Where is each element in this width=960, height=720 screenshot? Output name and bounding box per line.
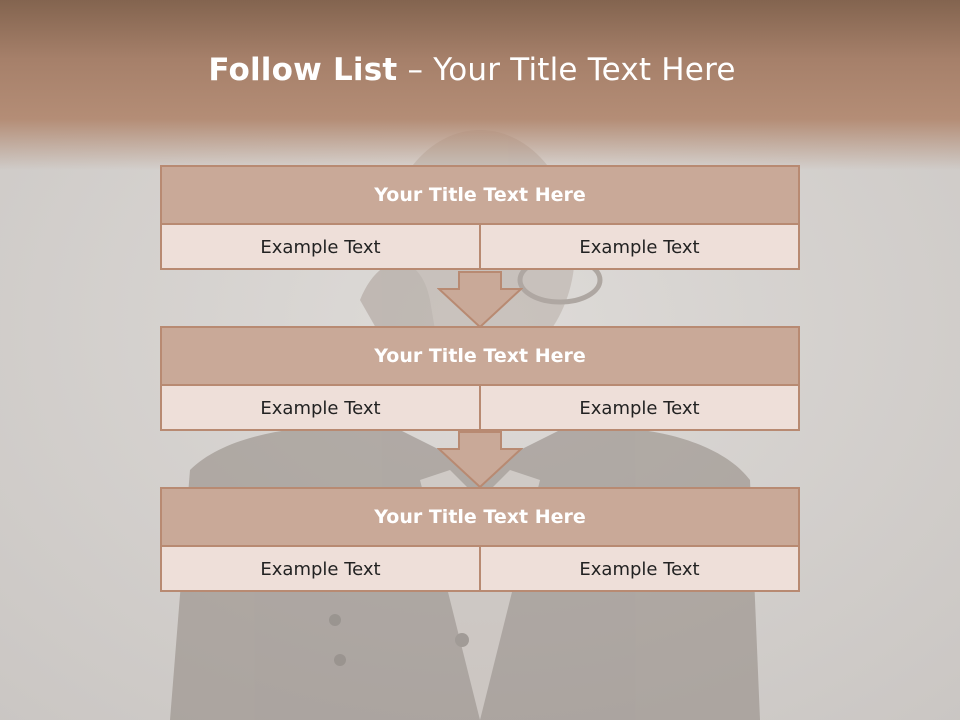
step-cell-right: Example Text xyxy=(479,386,798,431)
step-row: Example Text Example Text xyxy=(162,547,798,592)
step-row: Example Text Example Text xyxy=(162,225,798,270)
step-title: Your Title Text Here xyxy=(162,167,798,225)
step-title: Your Title Text Here xyxy=(162,489,798,547)
step-cell-right: Example Text xyxy=(479,547,798,592)
step-cell-left: Example Text xyxy=(260,559,381,580)
header-band xyxy=(0,0,960,170)
slide-title: Follow List – Your Title Text Here xyxy=(0,52,944,88)
step-row: Example Text Example Text xyxy=(162,386,798,431)
step-title: Your Title Text Here xyxy=(162,328,798,386)
slide-title-bold: Follow List xyxy=(208,52,398,88)
down-arrow-icon xyxy=(437,271,523,329)
step-cell-right: Example Text xyxy=(479,225,798,270)
step-box-1: Your Title Text Here Example Text Exampl… xyxy=(160,165,800,270)
slide-title-rest: – Your Title Text Here xyxy=(397,52,736,88)
step-box-3: Your Title Text Here Example Text Exampl… xyxy=(160,487,800,592)
step-cell-left: Example Text xyxy=(260,398,381,419)
step-box-2: Your Title Text Here Example Text Exampl… xyxy=(160,326,800,431)
step-cell-left: Example Text xyxy=(260,237,381,258)
down-arrow-icon xyxy=(437,431,523,489)
